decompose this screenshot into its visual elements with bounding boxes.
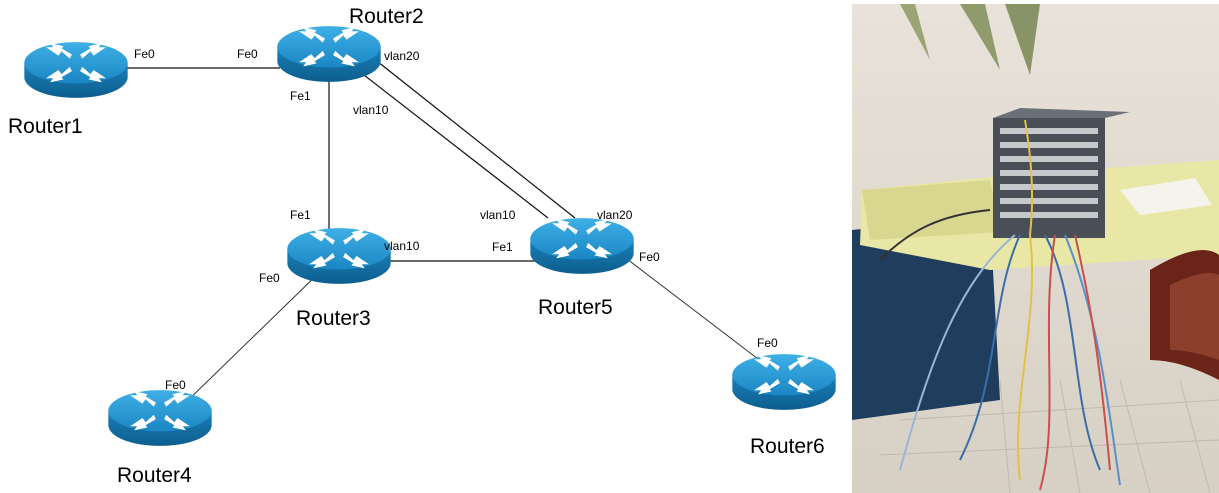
link-router2-router5-vlan10 [354, 67, 549, 219]
if-label: vlan10 [480, 208, 516, 222]
if-label: Fe1 [290, 89, 311, 103]
router6-label: Router6 [750, 435, 825, 458]
if-label: Fe1 [290, 208, 311, 222]
router2-icon[interactable] [277, 26, 381, 82]
links [125, 53, 763, 409]
router5-icon[interactable] [530, 218, 634, 274]
if-label: vlan20 [597, 208, 633, 222]
if-label: vlan10 [384, 239, 420, 253]
link-router2-router5-vlan20 [367, 53, 576, 219]
router4-icon[interactable] [108, 390, 212, 446]
router1-icon[interactable] [24, 42, 128, 98]
if-label: Fe0 [639, 250, 660, 264]
router2-label: Router2 [349, 5, 424, 28]
router3-label: Router3 [296, 307, 371, 330]
if-label: Fe0 [259, 271, 280, 285]
if-label: Fe0 [165, 378, 186, 392]
if-label: Fe0 [134, 47, 155, 61]
router4-label: Router4 [117, 464, 192, 487]
if-label: Fe1 [492, 240, 513, 254]
link-router5-router6 [609, 245, 763, 363]
if-label: vlan10 [353, 103, 389, 117]
router5-label: Router5 [538, 296, 613, 319]
lab-equipment-photo [852, 4, 1219, 493]
router3-icon[interactable] [287, 228, 391, 284]
if-label: Fe0 [757, 336, 778, 350]
router6-icon[interactable] [732, 354, 836, 410]
link-router3-router4 [179, 269, 323, 409]
if-label: Fe0 [237, 47, 258, 61]
if-label: vlan20 [384, 49, 420, 63]
router1-label: Router1 [8, 115, 83, 138]
